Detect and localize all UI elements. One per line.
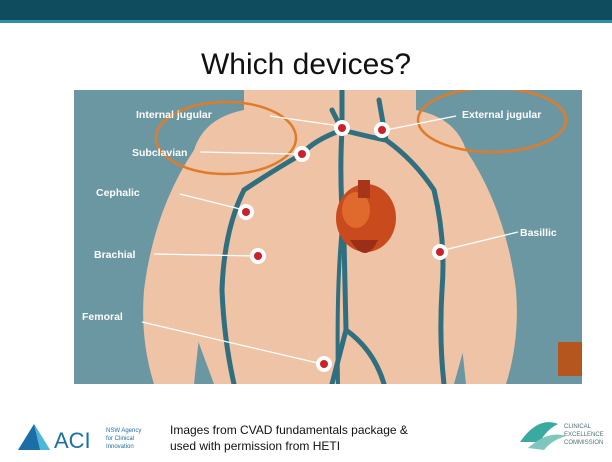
svg-text:ACI: ACI: [54, 428, 91, 453]
image-credit-caption: Images from CVAD fundamentals package & …: [170, 422, 470, 454]
caption-line-1: Images from CVAD fundamentals package &: [170, 422, 470, 438]
caption-line-2: used with permission from HETI: [170, 438, 470, 454]
slide-title: Which devices?: [0, 48, 612, 82]
cec-logo: CLINICAL EXCELLENCE COMMISSION: [518, 412, 604, 456]
header-bar: [0, 0, 612, 20]
aci-logo: ACI NSW Agency for Clinical Innovation: [16, 418, 156, 454]
label-basillic: Basillic: [520, 227, 557, 239]
label-internal-jugular: Internal jugular: [136, 109, 212, 121]
svg-text:NSW Agency: NSW Agency: [106, 428, 141, 434]
label-subclavian: Subclavian: [132, 147, 187, 159]
venous-access-diagram: Internal jugular Subclavian Cephalic Bra…: [74, 90, 582, 384]
svg-text:CLINICAL: CLINICAL: [564, 424, 592, 430]
label-cephalic: Cephalic: [96, 187, 140, 199]
label-external-jugular: External jugular: [462, 109, 541, 121]
svg-text:COMMISSION: COMMISSION: [564, 440, 603, 446]
corner-tab: [558, 342, 582, 376]
svg-text:for Clinical: for Clinical: [106, 436, 134, 442]
label-femoral: Femoral: [82, 311, 123, 323]
label-brachial: Brachial: [94, 249, 136, 261]
svg-text:Innovation: Innovation: [106, 444, 134, 450]
header-accent-line: [0, 20, 612, 23]
svg-text:EXCELLENCE: EXCELLENCE: [564, 432, 604, 438]
